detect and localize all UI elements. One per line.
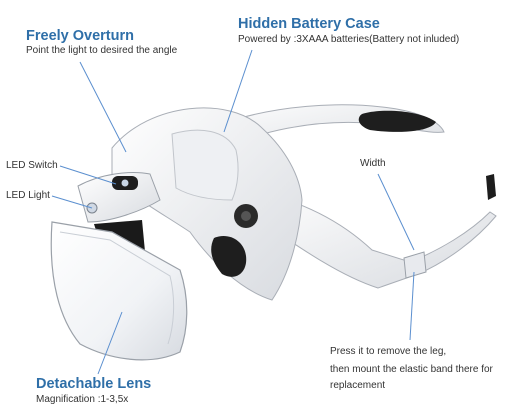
- press-leg-line1: Press it to remove the leg,: [330, 346, 447, 357]
- hidden-battery-title: Hidden Battery Case: [238, 16, 380, 32]
- magnifier-lens: [50, 221, 188, 361]
- width-label: Width: [360, 158, 386, 169]
- leader-lines: [51, 49, 415, 375]
- hidden-battery-subtitle: Powered by :3XAAA batteries(Battery not …: [238, 34, 460, 45]
- freely-overturn-subtitle: Point the light to desired the angle: [26, 45, 178, 56]
- detachable-lens-subtitle: Magnification :1-3,5x: [36, 394, 129, 405]
- press-leg-line3: replacement: [330, 380, 386, 391]
- press-leg-line2: then mount the elastic band there for: [330, 364, 493, 375]
- led-switch-label: LED Switch: [6, 160, 58, 171]
- freely-overturn-title: Freely Overturn: [26, 28, 134, 44]
- led-light-label: LED Light: [6, 190, 50, 201]
- head-unit: [111, 107, 303, 301]
- temple-arm: [249, 174, 497, 289]
- detachable-lens-title: Detachable Lens: [36, 376, 152, 392]
- headband: [189, 104, 445, 159]
